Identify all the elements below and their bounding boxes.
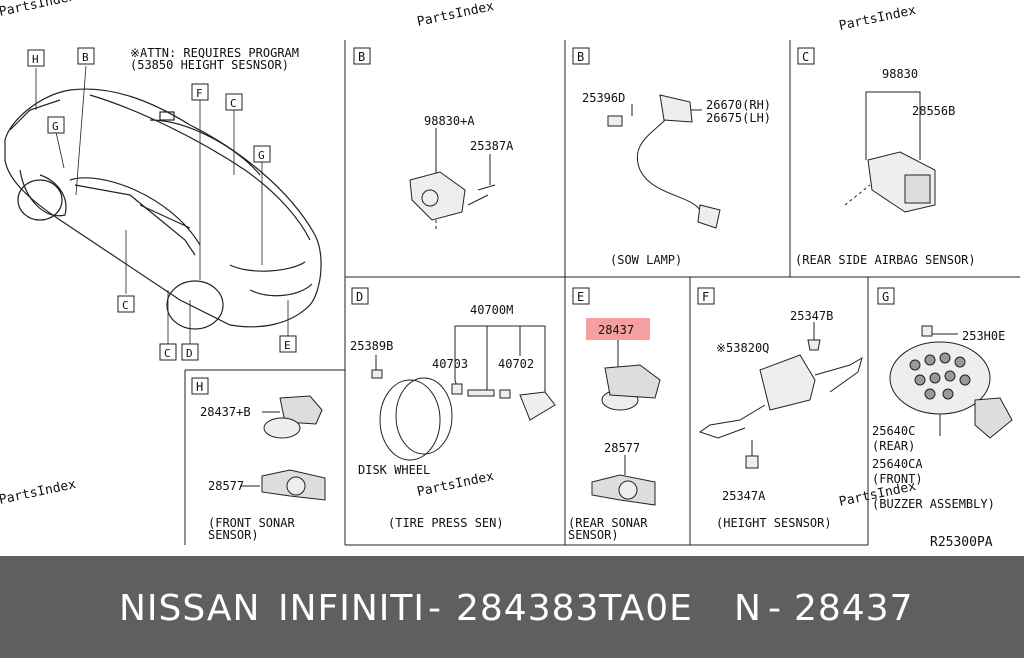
panel-caption-line2: SENSOR) (568, 528, 619, 542)
part-number: 25640C (872, 424, 915, 438)
brand-label: NISSAN (119, 588, 261, 629)
wheel-label: DISK WHEEL (358, 463, 430, 477)
part-number: 26670(RH) (706, 98, 771, 112)
car-label-c: C (122, 299, 129, 312)
maker-label: INFINITI (278, 588, 426, 629)
panel-tag: B (577, 50, 584, 64)
part-number-highlighted: 28437 (598, 323, 634, 337)
panel-tag: B (358, 50, 365, 64)
panel-caption-line1: (FRONT SONAR (208, 516, 295, 530)
part-number: 98830 (882, 67, 918, 81)
panel-caption: (SOW LAMP) (610, 253, 682, 267)
panel-tag: G (882, 290, 889, 304)
car-illustration (4, 88, 322, 330)
part-number: 25389B (350, 339, 393, 353)
car-labels: H B F C G G C C D E (27, 47, 297, 361)
part-number: 28577 (604, 441, 640, 455)
part-number: 40700M (470, 303, 513, 317)
part-number: 25640CA (872, 457, 923, 471)
car-label-b: B (82, 51, 89, 64)
watermarks: PartsIndex PartsIndex PartsIndex PartsIn… (0, 0, 918, 510)
panel-tag: F (702, 290, 709, 304)
panel-caption: (BUZZER ASSEMBLY) (872, 497, 995, 511)
part-number: 40702 (498, 357, 534, 371)
header-note-line1: ※ATTN: REQUIRES PROGRAM (130, 46, 299, 60)
part-info-bar: NISSAN INFINITI - 284383TA0E N - 28437 (0, 556, 1024, 658)
panel-f: F 25347B ※53820Q 25347A (HEIGHT SESNSOR) (697, 287, 863, 530)
separator: - (428, 588, 442, 629)
number-label: 28437 (794, 588, 914, 629)
panel-e: E 28437 28577 (REAR SONAR SENSOR) (568, 287, 661, 542)
panel-b2: B 25396D 26670(RH) 26675(LH) (SOW LAMP) (572, 47, 771, 267)
part-number: 26675(LH) (706, 111, 771, 125)
panel-c: C 98830 28556B (REAR SIDE AIRBAG SENSOR) (795, 47, 976, 267)
panel-tag: E (577, 290, 584, 304)
panel-tag: H (196, 380, 203, 394)
watermark: PartsIndex (0, 477, 78, 508)
car-leader-lines (35, 65, 289, 344)
part-number: 40703 (432, 357, 468, 371)
part-number: 28556B (912, 104, 955, 118)
header-note-line2: (53850 HEIGHT SESNSOR) (130, 58, 289, 72)
part-number: 25347A (722, 489, 766, 503)
diagram-svg: PartsIndex PartsIndex PartsIndex PartsIn… (0, 0, 1020, 550)
car-label-d: D (186, 347, 193, 360)
panel-b1: B 98830+A 25387A (353, 47, 514, 230)
reference-code: R25300PA (930, 535, 993, 550)
panel-tag: C (802, 50, 809, 64)
panel-caption-line1: (REAR SONAR (568, 516, 648, 530)
part-number: 28437+B (200, 405, 251, 419)
panel-tag: D (356, 290, 363, 304)
panel-caption: (HEIGHT SESNSOR) (716, 516, 832, 530)
panel-d: D 40700M 25389B 40703 40702 DISK WHEEL (… (350, 287, 556, 530)
panel-caption-line2: SENSOR) (208, 528, 259, 542)
car-label-e: E (284, 339, 291, 352)
part-number: 25396D (582, 91, 625, 105)
car-label-h: H (32, 53, 39, 66)
part-number-label: 284383TA0E (456, 588, 693, 629)
n-label: N (734, 588, 762, 629)
part-number: 253H0E (962, 329, 1005, 343)
part-sub: (FRONT) (872, 472, 923, 486)
part-sub: (REAR) (872, 439, 915, 453)
part-number: 25347B (790, 309, 833, 323)
watermark: PartsIndex (838, 3, 918, 34)
part-number: 98830+A (424, 114, 475, 128)
highlight-box (586, 318, 650, 340)
car-label-c: C (164, 347, 171, 360)
car-label-g: G (52, 120, 59, 133)
panel-g: G 253H0E 25640C (REAR) 25640CA (FRONT) (… (872, 287, 1013, 511)
parts-diagram: PartsIndex PartsIndex PartsIndex PartsIn… (0, 0, 1020, 550)
watermark: PartsIndex (416, 0, 496, 30)
car-label-g: G (258, 149, 265, 162)
part-number: 25387A (470, 139, 514, 153)
part-number: ※53820Q (716, 341, 769, 355)
panel-h: H 28437+B 28577 (FRONT SONAR SENSOR) (191, 377, 326, 542)
panel-caption: (TIRE PRESS SEN) (388, 516, 504, 530)
panel-caption: (REAR SIDE AIRBAG SENSOR) (795, 253, 976, 267)
car-label-c: C (230, 97, 237, 110)
panel-grid (184, 40, 1020, 546)
part-number: 28577 (208, 479, 244, 493)
watermark: PartsIndex (0, 0, 78, 20)
car-label-f: F (196, 87, 203, 100)
separator: - (768, 588, 782, 629)
